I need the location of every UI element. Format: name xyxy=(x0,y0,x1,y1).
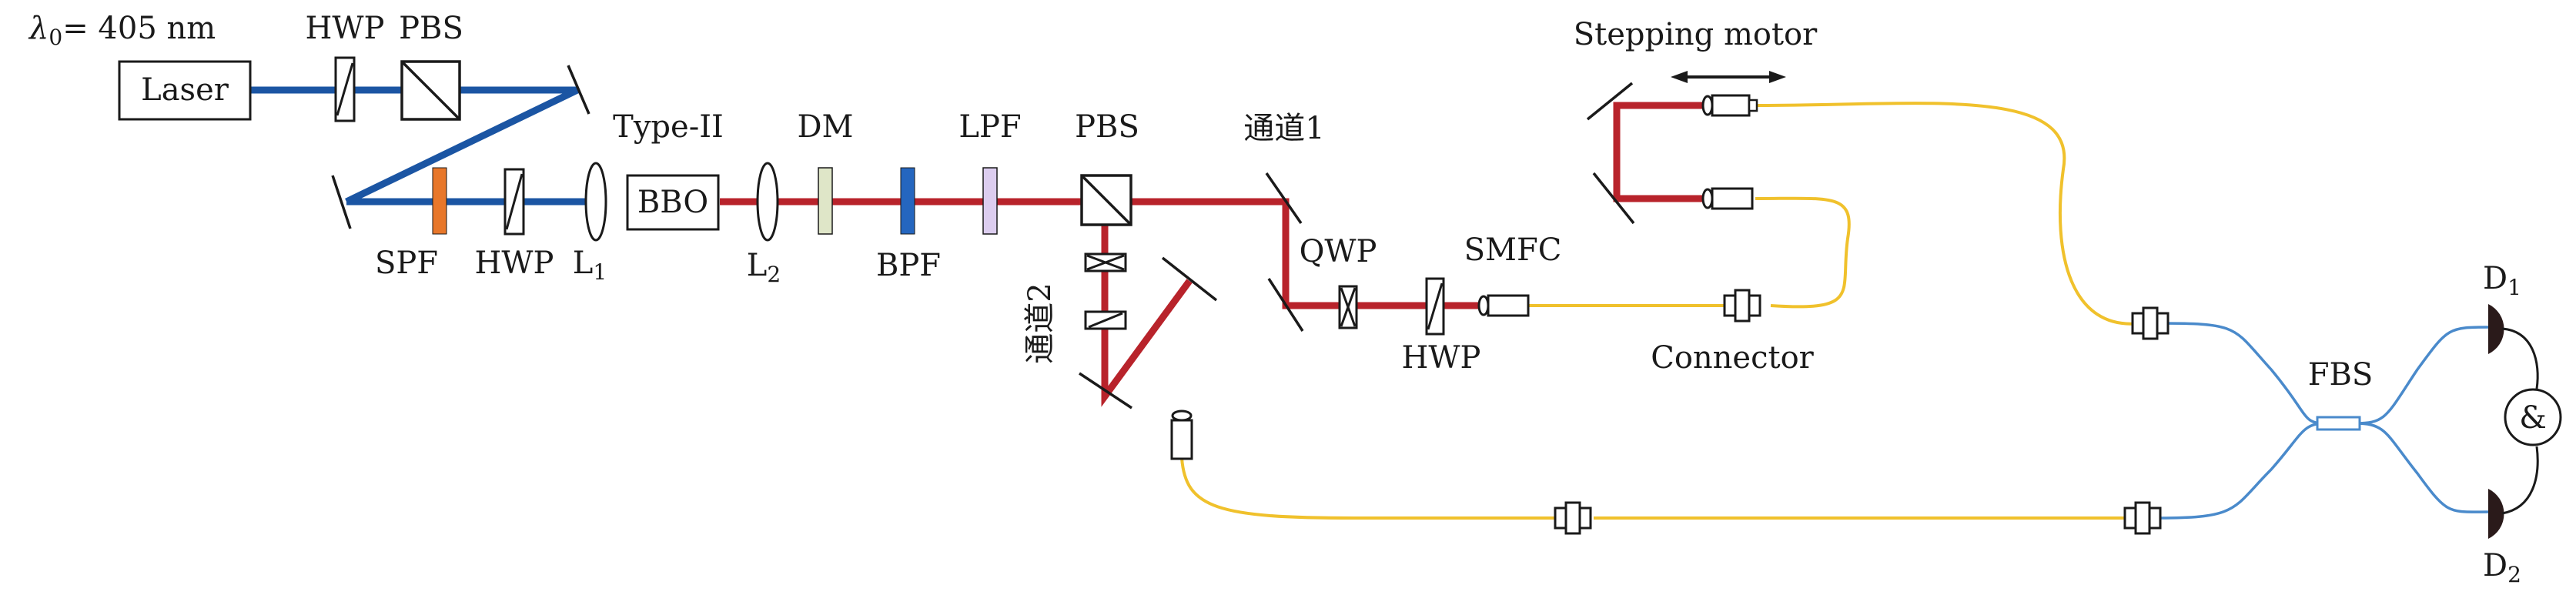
connector-bottom-right xyxy=(2123,501,2162,535)
lens-l1 xyxy=(584,162,607,242)
bpf-filter xyxy=(900,167,915,235)
ch2-coupler xyxy=(1170,409,1193,460)
coincidence-wire-bottom xyxy=(2501,446,2539,515)
connector-top-right xyxy=(2131,306,2170,340)
d2-label: D2 xyxy=(2483,548,2521,587)
lens-l2 xyxy=(756,162,779,242)
hwp-ch1-label: HWP xyxy=(1402,340,1481,376)
hwp-low-label: HWP xyxy=(475,246,554,281)
wavelength-label: λ0= 405 nm xyxy=(28,11,216,50)
channel1-label: 通道1 xyxy=(1243,111,1324,146)
pbs-top-label: PBS xyxy=(399,11,463,46)
coincidence-symbol: & xyxy=(2519,400,2547,436)
fbs-label: FBS xyxy=(2308,357,2374,393)
spf-filter xyxy=(432,167,447,235)
mirror-ch1-top xyxy=(1265,172,1303,224)
d2-detector xyxy=(2488,489,2504,539)
connector-ch1 xyxy=(1723,289,1761,323)
hwp-low-waveplate xyxy=(503,168,525,236)
fiber-motor2-to-connector xyxy=(1755,196,1851,309)
hwp-top-waveplate xyxy=(334,56,356,122)
fiber-conn-bottom-to-fbs xyxy=(2159,422,2326,520)
qwp-ch2-waveplate xyxy=(1084,252,1127,272)
laser-label: Laser xyxy=(141,72,229,108)
fiber-fbs-to-d1 xyxy=(2355,326,2491,425)
connector-bottom-left xyxy=(1554,501,1592,535)
fiber-ch2-to-bottom-connector xyxy=(1180,457,1555,520)
qwp-label: QWP xyxy=(1300,234,1377,269)
stepping-motor-label: Stepping motor xyxy=(1574,17,1818,52)
mirror-ch1-bottom xyxy=(1267,278,1304,332)
lambda-value: = 405 nm xyxy=(62,11,216,46)
lambda-symbol: λ xyxy=(28,11,49,46)
l2-label: L2 xyxy=(747,248,781,287)
channel2-label-group: 通道2 xyxy=(1022,282,1058,363)
smfc-coupler xyxy=(1477,294,1530,317)
fbs-coupler xyxy=(2316,416,2361,431)
channel2-label: 通道2 xyxy=(1022,282,1058,363)
yellow-fibers xyxy=(1180,102,2141,520)
pump-diagonal xyxy=(345,86,579,206)
fiber-fbs-to-d2 xyxy=(2355,422,2491,513)
mirror-motor-bottom xyxy=(1592,172,1635,225)
svg-text:λ0= 405 nm: λ0= 405 nm xyxy=(28,11,216,50)
coincidence-wire-top xyxy=(2501,327,2539,389)
bbo-label: BBO xyxy=(637,185,708,220)
red-channel1-path xyxy=(1280,198,1482,309)
d1-detector xyxy=(2488,304,2504,354)
laser-box: Laser xyxy=(118,60,252,121)
spf-label: SPF xyxy=(375,246,438,281)
fiber-motor-to-connector-right xyxy=(1755,102,2141,326)
connector-label: Connector xyxy=(1651,340,1814,376)
l1-label: L1 xyxy=(573,246,607,285)
hwp-ch2-waveplate xyxy=(1084,310,1127,330)
d1-label: D1 xyxy=(2483,261,2521,300)
motor-coupler-bottom xyxy=(1701,187,1754,210)
blue-fibers xyxy=(2159,322,2491,520)
pbs-top-cube xyxy=(400,60,461,121)
qwp-waveplate xyxy=(1338,285,1358,329)
dm-label: DM xyxy=(797,109,853,145)
mirror-ch2-top xyxy=(1161,256,1218,302)
lambda-sub: 0 xyxy=(49,25,62,50)
coincidence-counter: & xyxy=(2504,388,2562,446)
motor-coupler-top xyxy=(1701,94,1758,117)
red-channel2-beam xyxy=(1101,223,1193,407)
pbs-mid-label: PBS xyxy=(1075,109,1139,145)
lpf-label: LPF xyxy=(958,109,1021,145)
hwp-ch1-waveplate xyxy=(1425,277,1445,336)
mirror-left xyxy=(331,175,352,229)
mirror-motor-top xyxy=(1586,82,1634,121)
mirror-ch2-bottom xyxy=(1079,372,1132,409)
fiber-conn-top-to-fbs xyxy=(2159,322,2326,425)
mirror-top-right xyxy=(567,65,590,115)
red-motor-path xyxy=(1613,102,1705,202)
bpf-label: BPF xyxy=(876,248,941,283)
lpf-filter xyxy=(982,167,998,235)
smfc-label: SMFC xyxy=(1464,232,1562,268)
dm-mirror xyxy=(818,167,833,235)
bbo-crystal: BBO xyxy=(626,174,720,231)
hwp-top-label: HWP xyxy=(306,11,385,46)
motor-arrow xyxy=(1671,71,1786,83)
type-ii-label: Type-II xyxy=(613,109,724,145)
signal-beams xyxy=(720,102,1705,407)
pbs-mid-cube xyxy=(1080,174,1132,226)
